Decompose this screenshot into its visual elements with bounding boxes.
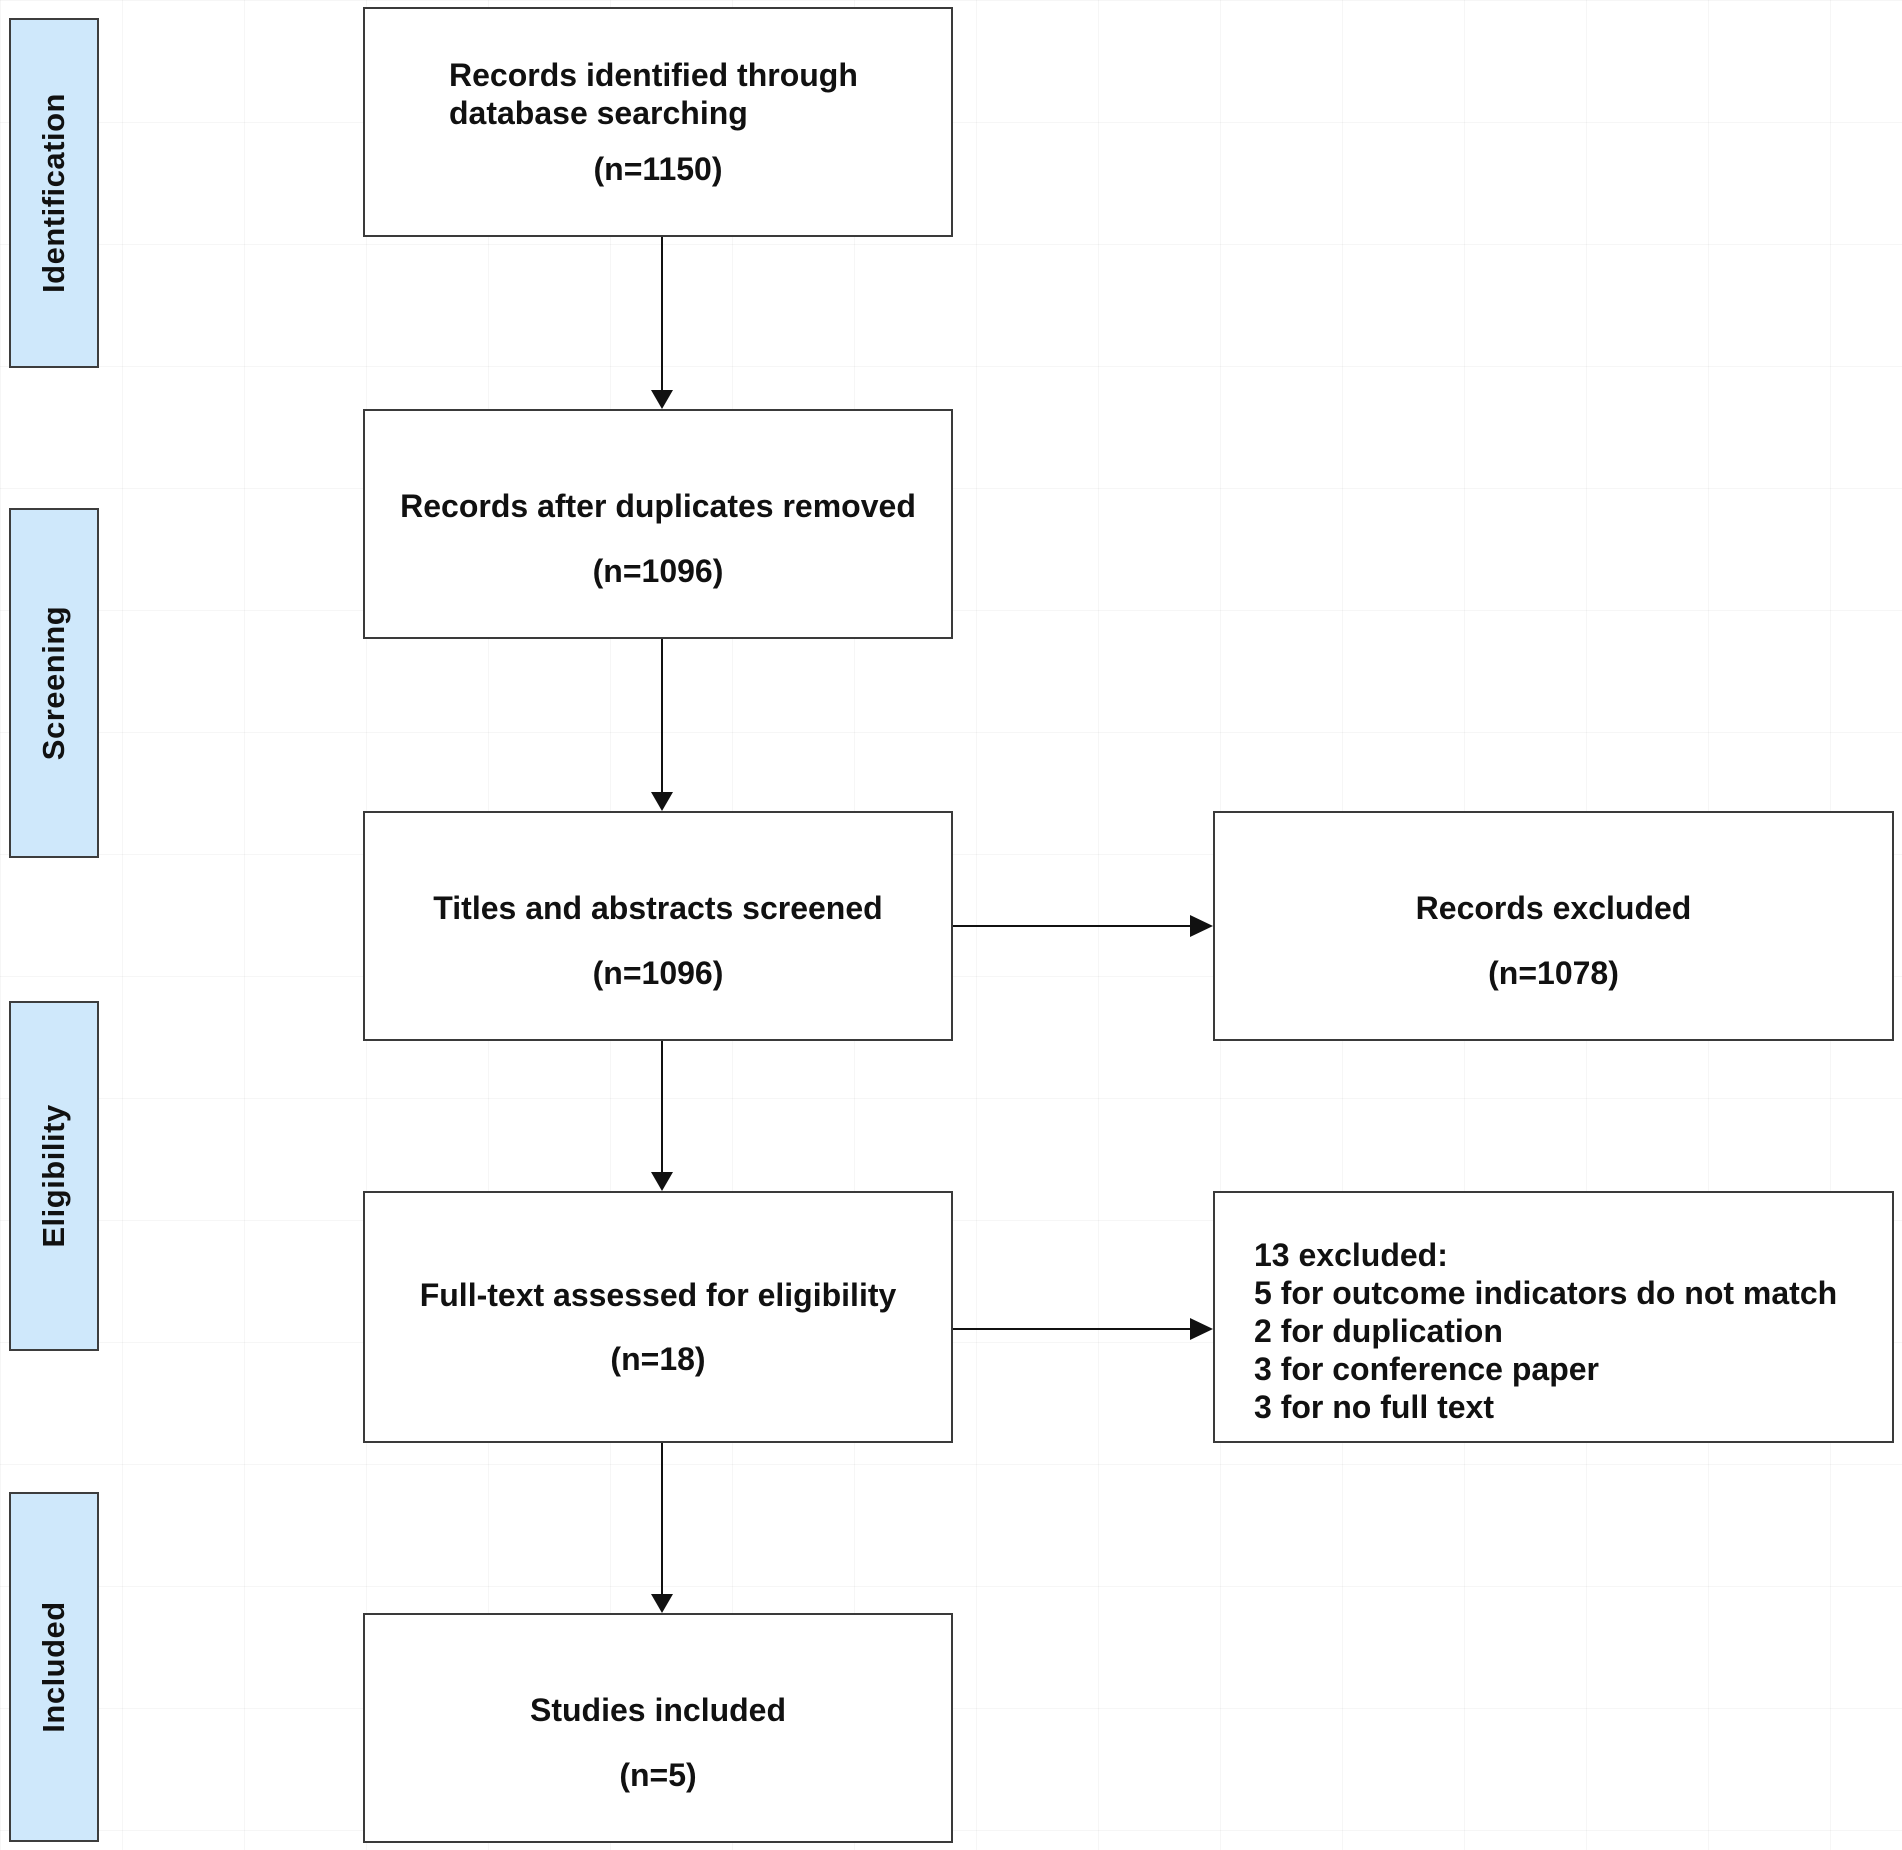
stage-included: Included <box>9 1492 99 1842</box>
exclusion-reason: 3 for no full text <box>1254 1389 1494 1425</box>
arrowhead-down <box>651 1594 673 1613</box>
box-records-identified-count: (n=1150) <box>593 151 723 187</box>
arrowhead-down <box>651 792 673 811</box>
box-studies-included-title: Studies included <box>529 1692 787 1728</box>
box-full-text-assessed: Full-text assessed for eligibility (n=18… <box>363 1191 953 1443</box>
box-records-identified: Records identified through database sear… <box>363 7 953 237</box>
box-full-text-assessed-title: Full-text assessed for eligibility <box>419 1277 897 1313</box>
box-records-excluded: Records excluded (n=1078) <box>1213 811 1894 1041</box>
box-titles-abstracts-screened: Titles and abstracts screened (n=1096) <box>363 811 953 1041</box>
exclusion-reason: 5 for outcome indicators do not match <box>1254 1275 1838 1311</box>
arrowhead-down <box>651 1172 673 1191</box>
box-titles-abstracts-screened-count: (n=1096) <box>592 955 724 991</box>
exclusion-reason: 3 for conference paper <box>1254 1351 1599 1387</box>
box-studies-included: Studies included (n=5) <box>363 1613 953 1843</box>
exclusion-total: 13 excluded: <box>1254 1237 1448 1273</box>
box-records-excluded-count: (n=1078) <box>1488 955 1619 991</box>
box-records-excluded-title: Records excluded <box>1415 890 1692 926</box>
arrowhead-right <box>1190 915 1213 937</box>
arrowhead-right <box>1190 1318 1213 1340</box>
box-duplicates-removed-count: (n=1096) <box>592 553 724 589</box>
stage-identification: Identification <box>9 18 99 368</box>
box-records-identified-line1: Records identified through <box>449 57 858 93</box>
box-full-text-assessed-count: (n=18) <box>610 1341 706 1377</box>
exclusion-reason: 2 for duplication <box>1254 1313 1503 1349</box>
stage-screening: Screening <box>9 508 99 858</box>
stage-eligibility: Eligibility <box>9 1001 99 1351</box>
box-full-text-excluded: 13 excluded: 5 for outcome indicators do… <box>1213 1191 1894 1443</box>
box-duplicates-removed: Records after duplicates removed (n=1096… <box>363 409 953 639</box>
box-duplicates-removed-title: Records after duplicates removed <box>400 488 916 524</box>
arrowhead-down <box>651 390 673 409</box>
box-studies-included-count: (n=5) <box>619 1757 697 1793</box>
box-records-identified-line2: database searching <box>449 95 748 131</box>
box-titles-abstracts-screened-title: Titles and abstracts screened <box>433 890 883 926</box>
